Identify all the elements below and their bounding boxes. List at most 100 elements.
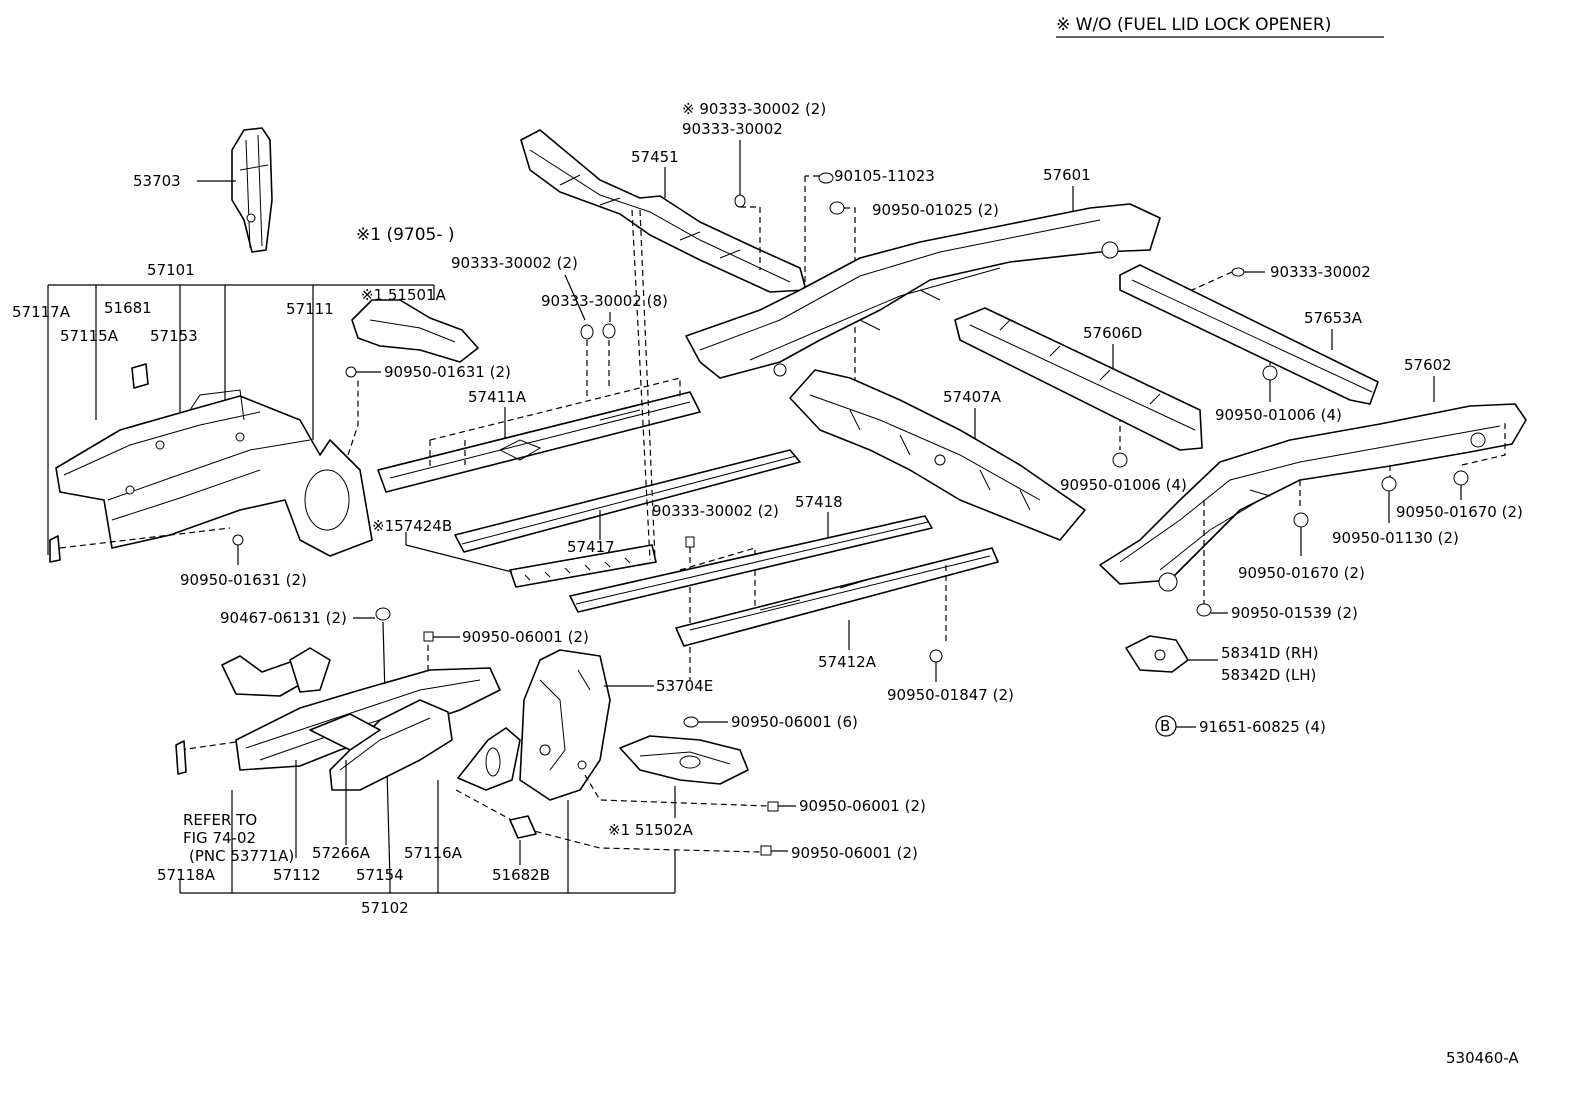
part-51501A-drawing <box>351 299 479 363</box>
label-90950-01539: 90950-01539 (2) <box>1231 604 1358 622</box>
label-57102: 57102 <box>361 899 409 917</box>
part-90333-30002-right-drawing <box>1231 267 1245 277</box>
label-57117A: 57117A <box>12 303 71 321</box>
label-57154: 57154 <box>356 866 404 884</box>
part-90950-01670-a-drawing <box>1453 470 1469 486</box>
part-51502A-drawing <box>619 735 749 785</box>
label-57418: 57418 <box>795 493 843 511</box>
part-57412A-drawing <box>675 547 999 647</box>
label-57417: 57417 <box>567 538 615 556</box>
part-57102-drawing <box>221 647 501 791</box>
label-57411A: 57411A <box>468 388 527 406</box>
part-90333-30002-8-a-drawing <box>580 324 594 340</box>
label-90950-01631-a: 90950-01631 (2) <box>384 363 511 381</box>
label-refer-1: REFER TO <box>183 811 257 829</box>
label-58342D: 58342D (LH) <box>1221 666 1316 684</box>
label-90950-01006-a: 90950-01006 (4) <box>1060 476 1187 494</box>
label-90467-06131: 90467-06131 (2) <box>220 609 347 627</box>
part-51681-drawing <box>131 363 149 389</box>
label-90333-30002-2: 90333-30002 (2) <box>451 254 578 272</box>
header-note: ※ W/O (FUEL LID LOCK OPENER) <box>1056 15 1331 35</box>
label-57602: 57602 <box>1404 356 1452 374</box>
part-57411A-drawing <box>377 391 701 493</box>
label-b: B <box>1160 717 1170 735</box>
part-90950-01006-a-drawing <box>1112 452 1128 468</box>
part-57101-drawing <box>55 389 373 557</box>
label-91651-60825: 91651-60825 (4) <box>1199 718 1326 736</box>
part-90333-30002-8-b-drawing <box>602 323 616 339</box>
label-51682B: 51682B <box>492 866 550 884</box>
part-90950-06001-6-drawing <box>683 716 699 728</box>
label-53703: 53703 <box>133 172 181 190</box>
part-57418-drawing <box>569 515 933 613</box>
part-53704E-drawing <box>519 649 611 801</box>
label-90950-01025: 90950-01025 (2) <box>872 201 999 219</box>
label-57606D: 57606D <box>1083 324 1142 342</box>
label-57601: 57601 <box>1043 166 1091 184</box>
label-53704E: 53704E <box>656 677 713 695</box>
part-90105-11023-drawing <box>818 172 834 184</box>
date-note: ※1 (9705- ) <box>356 225 455 245</box>
b-circle-icon <box>1155 715 1177 737</box>
part-57606D-drawing <box>954 307 1203 451</box>
part-57118A-drawing <box>175 740 187 775</box>
label-90950-06001-6: 90950-06001 (6) <box>731 713 858 731</box>
label-51502A: ※1 51502A <box>608 821 694 839</box>
part-90950-01631-a-drawing <box>345 366 357 378</box>
label-57112: 57112 <box>273 866 321 884</box>
label-57407A: 57407A <box>943 388 1002 406</box>
label-refer-3: (PNC 53771A) <box>189 847 294 865</box>
label-58341D: 58341D (RH) <box>1221 644 1318 662</box>
label-90105-11023: 90105-11023 <box>834 167 935 185</box>
part-58341D-drawing <box>1125 635 1189 673</box>
label-90950-01631-b: 90950-01631 (2) <box>180 571 307 589</box>
label-90333-30002-star: ※ 90333-30002 (2) <box>682 100 826 118</box>
label-57111: 57111 <box>286 300 334 318</box>
label-90950-01847: 90950-01847 (2) <box>887 686 1014 704</box>
label-57424B: ※157424B <box>372 517 452 535</box>
label-57115A: 57115A <box>60 327 119 345</box>
part-51682B-drawing <box>509 815 537 839</box>
label-57116A: 57116A <box>404 844 463 862</box>
label-57101: 57101 <box>147 261 195 279</box>
part-57601-drawing <box>685 203 1161 379</box>
label-57118A: 57118A <box>157 866 216 884</box>
part-90950-01130-drawing <box>1381 476 1397 492</box>
part-90950-01631-b-drawing <box>232 534 244 546</box>
part-90950-01847-drawing <box>929 649 943 663</box>
part-90467-06131-drawing <box>375 607 391 621</box>
part-57424B-drawing <box>509 544 657 588</box>
part-57407A-drawing <box>789 369 1086 541</box>
label-57153: 57153 <box>150 327 198 345</box>
part-53703-drawing <box>231 127 273 253</box>
label-90333-30002-right: 90333-30002 <box>1270 263 1371 281</box>
part-57117A-drawing <box>49 535 61 563</box>
figure-id: 530460-A <box>1446 1049 1519 1067</box>
part-57417-drawing <box>454 449 801 553</box>
label-51681: 51681 <box>104 299 152 317</box>
part-90950-06001-c-drawing <box>760 845 772 856</box>
label-57412A: 57412A <box>818 653 877 671</box>
label-90950-06001-a: 90950-06001 (2) <box>462 628 589 646</box>
label-90333-30002-8: 90333-30002 (8) <box>541 292 668 310</box>
label-51501A: ※1 51501A <box>361 286 447 304</box>
label-90950-06001-b: 90950-06001 (2) <box>799 797 926 815</box>
part-90950-01006-b-drawing <box>1262 365 1278 381</box>
part-90950-01670-b-drawing <box>1293 512 1309 528</box>
part-57653A-drawing <box>1119 264 1379 405</box>
label-90950-01130: 90950-01130 (2) <box>1332 529 1459 547</box>
part-57602-drawing <box>1099 403 1527 592</box>
label-57653A: 57653A <box>1304 309 1363 327</box>
label-90333-30002-top: 90333-30002 <box>682 120 783 138</box>
label-90950-06001-c: 90950-06001 (2) <box>791 844 918 862</box>
label-90950-01670-b: 90950-01670 (2) <box>1238 564 1365 582</box>
part-57451-drawing <box>520 129 807 293</box>
label-90333-30002-mid: 90333-30002 (2) <box>652 502 779 520</box>
label-90950-01006-b: 90950-01006 (4) <box>1215 406 1342 424</box>
part-90950-01025-drawing <box>829 201 845 215</box>
part-90333-30002-mid-drawing <box>685 536 695 548</box>
part-90950-06001-b-drawing <box>767 801 779 812</box>
label-57451: 57451 <box>631 148 679 166</box>
part-90950-01539-drawing <box>1196 603 1212 617</box>
